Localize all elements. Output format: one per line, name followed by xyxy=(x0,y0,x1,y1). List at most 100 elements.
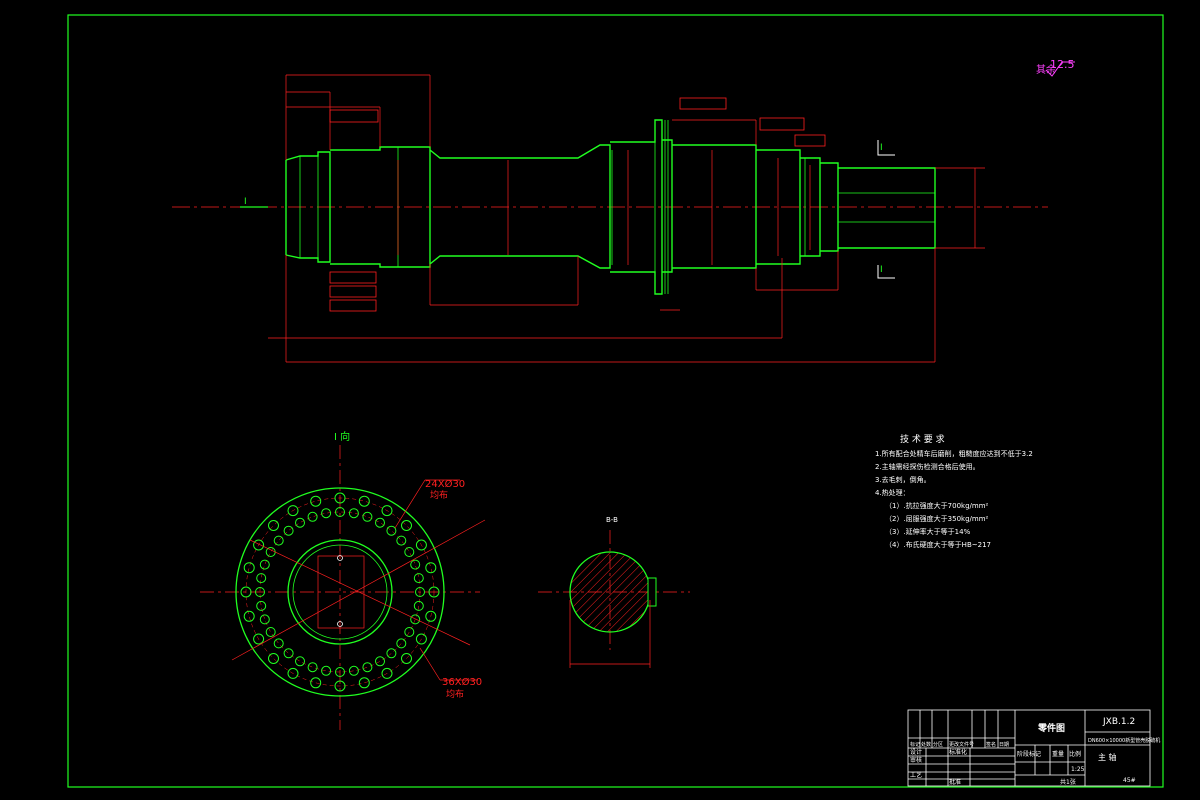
outer-hole-10 xyxy=(268,653,279,664)
outer-hole-23 xyxy=(415,539,427,551)
outer-hole-2 xyxy=(425,610,437,622)
tb-drawing-type: 零件图 xyxy=(1037,722,1065,734)
tech-title: 技 术 要 求 xyxy=(900,433,945,445)
outer-hole-7 xyxy=(334,680,346,692)
inner-hole-35 xyxy=(410,559,421,570)
shaft-outline xyxy=(285,119,936,295)
end-view: I 向 24XØ30 均布 36XØ30 均布 xyxy=(200,430,486,730)
tb-drawing-number: JXB.1.2 xyxy=(1102,717,1135,727)
drawing-frame xyxy=(67,14,1164,788)
inner-hole-11 xyxy=(321,665,332,676)
tolerance-frames xyxy=(329,97,826,312)
tb-weight: 重量 xyxy=(1052,750,1064,758)
tb-part-name2: 主 轴 xyxy=(1098,752,1117,762)
inner-hole-5 xyxy=(396,638,407,649)
tb-checker: 审核 xyxy=(910,756,922,764)
outer-hole-20 xyxy=(358,495,370,507)
outer-hole-6 xyxy=(358,677,370,689)
inner-hole-4 xyxy=(404,627,415,637)
inner-hole-18 xyxy=(256,600,267,611)
tech-requirements: 技 术 要 求 1.所有配合处精车后磨削，粗糙度应达到不低于3.2 2.主轴需经… xyxy=(875,433,1033,549)
inner-hole-9 xyxy=(348,665,359,676)
tech-item-8: （4）.布氏硬度大于等于HB~217 xyxy=(885,540,991,549)
tb-process: 工艺 xyxy=(910,771,922,779)
tb-stage: 阶段标记 xyxy=(1017,750,1041,758)
inner-hole-19 xyxy=(255,587,265,597)
roughness-value: 12.5 xyxy=(1050,58,1075,71)
section-view: B-B xyxy=(538,516,690,668)
tb-count: 处数 xyxy=(921,741,931,748)
tech-item-5: （1）.抗拉强度大于700kg/mm² xyxy=(885,501,989,510)
inner-hole-25 xyxy=(295,517,305,528)
tb-sheet: 共1张 xyxy=(1060,778,1076,786)
holes-inner-label: 36XØ30 xyxy=(442,676,482,688)
roughness-symbol: 其余 xyxy=(1036,63,1056,76)
outer-hole-15 xyxy=(253,539,265,551)
holes-outer-note: 均布 xyxy=(430,489,448,501)
tech-item-6: （2）.屈服强度大于350kg/mm² xyxy=(885,514,989,523)
outer-hole-24 xyxy=(425,562,437,574)
tb-mark: 标记 xyxy=(910,741,920,748)
inner-hole-15 xyxy=(273,638,284,649)
tb-material: 45# xyxy=(1123,777,1136,784)
tb-scale-label: 比例 xyxy=(1069,750,1081,758)
tb-designer: 设计 xyxy=(910,748,922,756)
inner-hole-29 xyxy=(348,508,359,519)
inner-hole-3 xyxy=(410,614,421,625)
outer-hole-16 xyxy=(268,520,279,531)
tech-item-7: （3）.延伸率大于等于14% xyxy=(885,527,971,536)
inner-hole-31 xyxy=(375,517,385,528)
outer-hole-21 xyxy=(381,505,393,517)
outer-hole-22 xyxy=(401,520,412,531)
inner-hole-16 xyxy=(265,627,276,637)
tb-approve: 批准 xyxy=(949,778,961,786)
inner-hole-6 xyxy=(386,648,397,659)
shaft-main-view: I I I xyxy=(172,119,1048,295)
outer-hole-17 xyxy=(287,505,299,517)
inner-hole-32 xyxy=(386,525,397,536)
inner-hole-33 xyxy=(396,535,407,546)
inner-hole-7 xyxy=(375,656,385,667)
holes-inner xyxy=(255,507,425,677)
inner-hole-23 xyxy=(273,535,284,546)
inner-hole-14 xyxy=(283,648,294,659)
outer-hole-14 xyxy=(243,562,255,574)
inner-hole-17 xyxy=(259,614,270,625)
tb-signature: 签名 xyxy=(986,741,996,748)
tech-item-4: 4.热处理： xyxy=(875,488,910,497)
tech-item-2: 2.主轴需经探伤检测合格后使用。 xyxy=(875,462,980,471)
title-block: 零件图 JXB.1.2 DN600×10000新型管壳脱硫机 主 轴 阶段标记 … xyxy=(907,709,1160,787)
tb-zone: 分区 xyxy=(933,741,943,748)
inner-hole-8 xyxy=(362,662,373,673)
inner-hole-1 xyxy=(415,587,425,597)
inner-hole-2 xyxy=(413,600,424,611)
inner-hole-13 xyxy=(295,656,305,667)
section-mark-bottom: I xyxy=(880,143,883,153)
tech-item-3: 3.去毛刺，倒角。 xyxy=(875,475,931,484)
outer-hole-8 xyxy=(310,677,322,689)
section-mark-top: I xyxy=(244,197,247,207)
outer-hole-18 xyxy=(310,495,322,507)
tech-item-1: 1.所有配合处精车后磨削，粗糙度应达到不低于3.2 xyxy=(875,449,1033,458)
outer-hole-12 xyxy=(243,610,255,622)
inner-hole-26 xyxy=(307,511,318,522)
inner-hole-30 xyxy=(362,511,373,522)
dimension-lines xyxy=(268,74,985,363)
tb-change: 更改文件号 xyxy=(949,741,974,748)
inner-hole-22 xyxy=(265,547,276,557)
tb-standard: 标准化 xyxy=(949,748,967,756)
outer-hole-13 xyxy=(240,586,252,598)
outer-hole-11 xyxy=(253,633,265,645)
inner-hole-28 xyxy=(335,507,345,517)
holes-outer-label: 24XØ30 xyxy=(425,478,465,490)
outer-hole-9 xyxy=(287,667,299,679)
outer-hole-3 xyxy=(415,633,427,645)
inner-hole-10 xyxy=(335,667,345,677)
inner-hole-21 xyxy=(259,559,270,570)
inner-hole-34 xyxy=(404,547,415,557)
section-label: B-B xyxy=(606,516,618,524)
inner-hole-20 xyxy=(256,573,267,584)
inner-hole-24 xyxy=(283,525,294,536)
inner-hole-27 xyxy=(321,508,332,519)
